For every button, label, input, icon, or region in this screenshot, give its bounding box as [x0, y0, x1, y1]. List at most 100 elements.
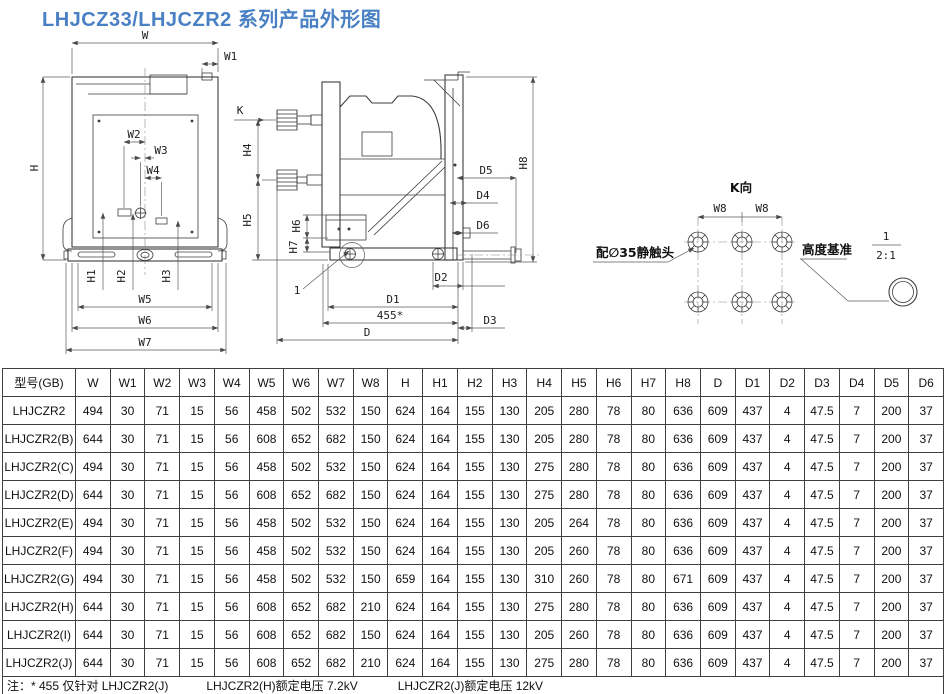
value-cell: 636 — [665, 536, 701, 565]
value-cell: 164 — [422, 536, 458, 565]
value-cell: 130 — [491, 620, 528, 649]
value-cell: 609 — [699, 508, 736, 537]
value-cell: 437 — [734, 592, 771, 621]
dim-label-h6: H6 — [290, 219, 303, 232]
value-cell: 30 — [109, 480, 146, 509]
value-cell: 4 — [769, 424, 806, 453]
value-cell: 608 — [248, 592, 285, 621]
column-header: W4 — [213, 368, 250, 397]
value-cell: 164 — [422, 480, 458, 509]
value-cell: 205 — [526, 424, 563, 453]
value-cell: 7 — [838, 396, 875, 425]
value-cell: 47.5 — [804, 452, 840, 481]
value-cell: 80 — [630, 452, 667, 481]
value-cell: 437 — [734, 480, 771, 509]
column-header: D1 — [734, 368, 771, 397]
value-cell: 609 — [699, 396, 736, 425]
value-cell: 78 — [595, 564, 632, 593]
detail-scale-label: 2:1 — [876, 249, 896, 262]
value-cell: 130 — [491, 508, 528, 537]
value-cell: 30 — [109, 620, 146, 649]
value-cell: 47.5 — [804, 480, 840, 509]
value-cell: 71 — [144, 620, 181, 649]
value-cell: 624 — [387, 648, 424, 677]
column-header: W3 — [179, 368, 215, 397]
value-cell: 80 — [630, 480, 667, 509]
value-cell: 130 — [491, 424, 528, 453]
value-cell: 30 — [109, 564, 146, 593]
column-header: 型号(GB) — [2, 368, 76, 397]
value-cell: 458 — [248, 536, 285, 565]
value-cell: 200 — [873, 536, 910, 565]
value-cell: 652 — [283, 424, 320, 453]
value-cell: 155 — [456, 480, 493, 509]
value-cell: 205 — [526, 396, 563, 425]
value-cell: 652 — [283, 592, 320, 621]
column-header: W6 — [283, 368, 320, 397]
value-cell: 47.5 — [804, 396, 840, 425]
value-cell: 502 — [283, 452, 320, 481]
value-cell: 164 — [422, 396, 458, 425]
value-cell: 608 — [248, 424, 285, 453]
value-cell: 150 — [352, 536, 389, 565]
column-header: W5 — [248, 368, 285, 397]
value-cell: 437 — [734, 424, 771, 453]
value-cell: 80 — [630, 592, 667, 621]
value-cell: 609 — [699, 592, 736, 621]
value-cell: 200 — [873, 424, 910, 453]
value-cell: 155 — [456, 592, 493, 621]
value-cell: 458 — [248, 396, 285, 425]
column-header: H5 — [561, 368, 597, 397]
value-cell: 200 — [873, 648, 910, 677]
value-cell: 4 — [769, 480, 806, 509]
value-cell: 56 — [213, 592, 250, 621]
value-cell: 150 — [352, 396, 389, 425]
value-cell: 78 — [595, 424, 632, 453]
value-cell: 130 — [491, 592, 528, 621]
value-cell: 164 — [422, 620, 458, 649]
value-cell: 609 — [699, 424, 736, 453]
value-cell: 80 — [630, 536, 667, 565]
model-cell: LHJCZR2(D) — [2, 480, 76, 509]
value-cell: 155 — [456, 424, 493, 453]
value-cell: 437 — [734, 536, 771, 565]
value-cell: 200 — [873, 592, 910, 621]
value-cell: 37 — [908, 508, 944, 537]
model-cell: LHJCZR2(G) — [2, 564, 76, 593]
value-cell: 280 — [561, 452, 597, 481]
value-cell: 210 — [352, 592, 389, 621]
value-cell: 205 — [526, 508, 563, 537]
value-cell: 155 — [456, 452, 493, 481]
value-cell: 47.5 — [804, 592, 840, 621]
value-cell: 15 — [179, 480, 215, 509]
model-cell: LHJCZR2(F) — [2, 536, 76, 565]
value-cell: 78 — [595, 396, 632, 425]
value-cell: 636 — [665, 424, 701, 453]
column-header: H8 — [665, 368, 701, 397]
value-cell: 624 — [387, 508, 424, 537]
value-cell: 682 — [318, 592, 354, 621]
value-cell: 682 — [318, 648, 354, 677]
value-cell: 130 — [491, 396, 528, 425]
value-cell: 624 — [387, 620, 424, 649]
note-part-1: 注：* 455 仅针对 LHJCZR2(J) — [7, 679, 169, 693]
value-cell: 659 — [387, 564, 424, 593]
value-cell: 624 — [387, 424, 424, 453]
value-cell: 47.5 — [804, 508, 840, 537]
value-cell: 200 — [873, 564, 910, 593]
note-cell: 注：* 455 仅针对 LHJCZR2(J) LHJCZR2(H)额定电压 7.… — [2, 676, 944, 694]
value-cell: 15 — [179, 648, 215, 677]
value-cell: 682 — [318, 424, 354, 453]
column-header: H7 — [630, 368, 667, 397]
model-cell: LHJCZR2(C) — [2, 452, 76, 481]
value-cell: 37 — [908, 564, 944, 593]
note-part-2: LHJCZR2(H)额定电压 7.2kV — [206, 679, 358, 693]
column-header: W — [75, 368, 111, 397]
value-cell: 275 — [526, 452, 563, 481]
dim-label-h4: H4 — [241, 143, 254, 157]
dim-label-w: W — [142, 29, 149, 42]
value-cell: 150 — [352, 564, 389, 593]
